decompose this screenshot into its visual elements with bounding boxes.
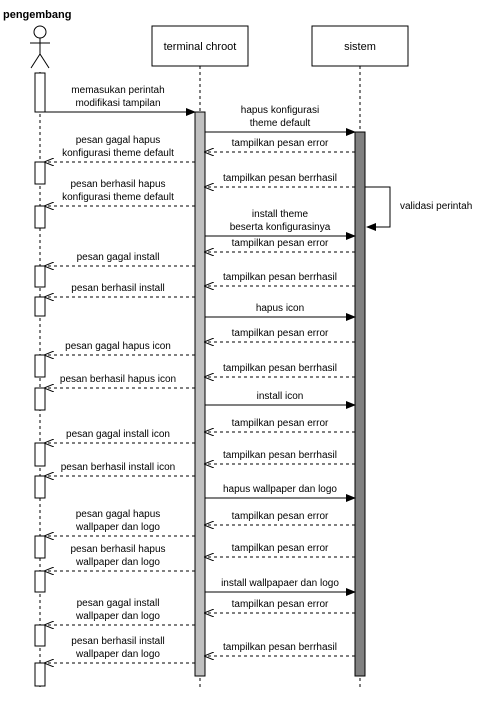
message-5: pesan berhasil hapus konfigurasi theme de… [45,179,195,206]
message-label: tampilkan pesan error [232,511,329,522]
message-label: memasukan perintah [71,85,164,96]
message-label: pesan berhasil install [71,283,164,294]
message-16: pesan berhasil hapus icon [45,374,195,388]
message-24: pesan gagal hapus wallpaper dan logo [45,509,195,536]
actor-activation-box [34,624,46,647]
actor-activation-box [34,161,46,185]
message-label: tampilkan pesan error [232,599,329,610]
message-30: tampilkan pesan berrhasil [205,642,355,656]
message-31: pesan berhasil install wallpaper dan logo [45,636,195,663]
message-label: tampilkan pesan berrhasil [223,642,337,653]
message-label: konfigurasi theme default [62,148,174,159]
message-label: wallpaper dan logo [75,611,160,622]
actor-activation-box [34,387,46,411]
message-17: install icon [205,391,356,409]
actor-activation-box [34,354,46,378]
actor-activation-box [34,265,46,288]
message-label: install theme [252,209,309,220]
message-label: pesan gagal hapus [76,135,161,146]
message-label: hapus wallpaper dan logo [223,484,337,495]
message-2: hapus konfigurasi theme default [205,105,356,136]
message-20: tampilkan pesan berrhasil [205,450,355,464]
message-28: tampilkan pesan error [205,599,355,613]
message-14: pesan gagal hapus icon [45,341,195,355]
message-label: hapus icon [256,303,304,314]
message-label: pesan berhasil install [71,636,164,647]
actor-activation-box [34,475,46,499]
message-9: pesan gagal install [45,252,195,266]
participant-terminal-chroot: terminal chroot [151,25,249,67]
message-label: pesan gagal install icon [66,429,170,440]
actor-activation-box [34,72,46,113]
message-label: tampilkan pesan error [232,138,329,149]
message-label: tampilkan pesan error [232,328,329,339]
actor-activation-box [34,570,46,593]
message-label: pesan berhasil install icon [61,462,176,473]
message-label: pesan berhasil hapus [70,544,165,555]
message-4: pesan gagal hapus konfigurasi theme defau… [45,135,195,162]
participant-terminal-label: terminal chroot [164,41,237,53]
message-label: tampilkan pesan error [232,238,329,249]
terminal-activation-bar [194,111,206,677]
message-6: tampilkan pesan berrhasil [205,173,355,187]
message-label: pesan gagal install [77,252,160,263]
message-15: tampilkan pesan berrhasil [205,363,355,377]
message-label: tampilkan pesan berrhasil [223,173,337,184]
message-label: tampilkan pesan error [232,543,329,554]
message-label: beserta konfigurasinya [230,222,331,233]
self-message-validasi: validasi perintah [365,186,472,231]
message-10: tampilkan pesan berrhasil [205,272,355,286]
message-19: pesan gagal install icon [45,429,195,443]
message-label: install icon [257,391,304,402]
actor-name: pengembang [3,9,71,21]
sistem-activation-bar [354,131,366,677]
actor-activation-box [34,662,46,687]
message-8: tampilkan pesan error [205,238,355,252]
message-3: tampilkan pesan error [205,138,355,152]
message-label: modifikasi tampilan [75,98,160,109]
message-27: install wallpapaer dan logo [205,578,356,596]
message-label: pesan gagal install [77,598,160,609]
message-label: install wallpapaer dan logo [221,578,339,589]
message-label: theme default [250,118,311,129]
message-11: pesan berhasil install [45,283,195,297]
message-29: pesan gagal install wallpaper dan logo [45,598,195,625]
message-7: install theme beserta konfigurasinya [205,209,356,240]
message-label: pesan gagal hapus [76,509,161,520]
self-message-label: validasi perintah [400,201,472,212]
participant-sistem: sistem [311,25,409,67]
actor-activation-box [34,296,46,317]
message-22: hapus wallpaper dan logo [205,484,356,502]
actor-figure-icon [30,25,50,69]
message-label: pesan gagal hapus icon [65,341,171,352]
message-label: pesan berhasil hapus [70,179,165,190]
message-label: hapus konfigurasi [241,105,319,116]
message-label: tampilkan pesan berrhasil [223,450,337,461]
actor-activation-box [34,442,46,467]
message-13: tampilkan pesan error [205,328,355,342]
actor-activation-box [34,205,46,229]
message-21: pesan berhasil install icon [45,462,195,476]
message-25: tampilkan pesan error [205,543,355,557]
message-label: wallpaper dan logo [75,649,160,660]
message-26: pesan berhasil hapus wallpaper dan logo [45,544,195,571]
message-label: wallpaper dan logo [75,557,160,568]
message-label: tampilkan pesan error [232,418,329,429]
message-12: hapus icon [205,303,356,321]
message-label: konfigurasi theme default [62,192,174,203]
message-18: tampilkan pesan error [205,418,355,432]
message-label: tampilkan pesan berrhasil [223,272,337,283]
message-label: tampilkan pesan berrhasil [223,363,337,374]
message-1: memasukan perintah modifikasi tampilan [45,85,196,116]
participant-sistem-label: sistem [344,41,376,53]
message-23: tampilkan pesan error [205,511,355,525]
actor-activation-box [34,535,46,559]
message-label: pesan berhasil hapus icon [60,374,176,385]
message-label: wallpaper dan logo [75,522,160,533]
